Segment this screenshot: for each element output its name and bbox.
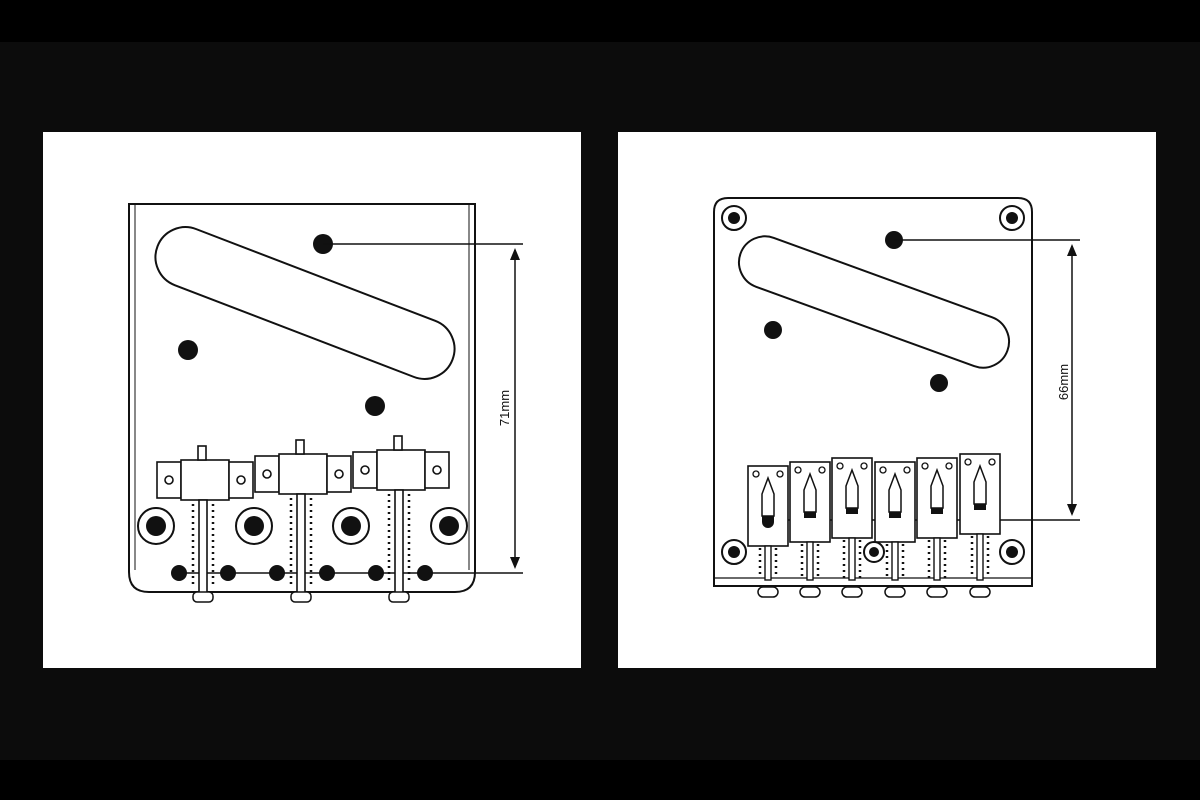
bridge-plate-outline [713, 197, 1033, 587]
pickup-cutout [154, 226, 456, 380]
bridge-plate-outline [128, 203, 476, 593]
measurement-label-66mm: 66mm [1056, 364, 1071, 400]
measurement-label-71mm: 71mm [497, 390, 512, 426]
mount-hole-3 [332, 507, 370, 545]
mount-hole-1 [137, 507, 175, 545]
bottom-letterbox-band [0, 760, 1200, 800]
three-saddle-bridge-drawing: 71mm [128, 203, 523, 603]
pickup-screw-hole-left [178, 340, 198, 360]
pickup-screw-hole-right [365, 396, 385, 416]
six-saddle-bridge-drawing: 66mm [713, 197, 1080, 598]
saddle-1 [747, 465, 789, 547]
mount-hole-4 [430, 507, 468, 545]
corner-screw-top-right [999, 205, 1025, 231]
mount-hole-2 [235, 507, 273, 545]
saddle-1 [156, 445, 254, 501]
saddle-2 [254, 439, 352, 495]
left-diagram-panel: 71mm [43, 132, 581, 668]
pickup-screw-hole-left [764, 321, 782, 339]
top-letterbox-band [0, 0, 1200, 42]
right-diagram-panel: 66mm [618, 132, 1156, 668]
pickup-cutout [738, 235, 1010, 369]
corner-screw-bottom-right [999, 539, 1025, 565]
saddle-3 [352, 435, 450, 491]
corner-screw-top-left [721, 205, 747, 231]
pickup-screw-hole-right [930, 374, 948, 392]
corner-screw-bottom-left [721, 539, 747, 565]
